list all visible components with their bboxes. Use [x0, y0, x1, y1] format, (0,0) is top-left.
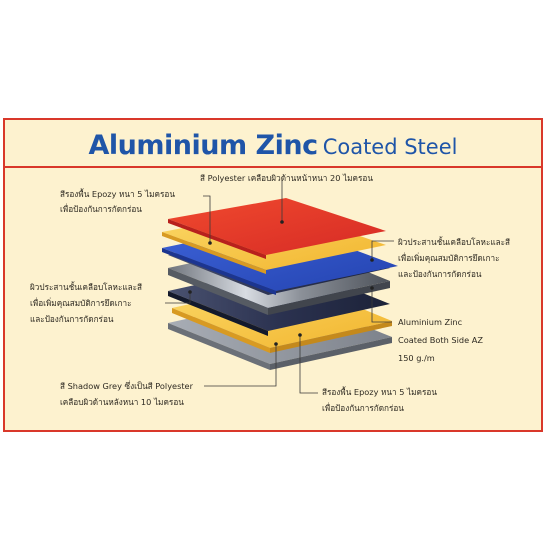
label-az-2: Coated Both Side AZ: [398, 335, 483, 345]
callout-shadow: [204, 344, 277, 387]
callout-dot: [370, 258, 374, 262]
title-sub: Coated Steel: [322, 135, 458, 159]
layer-primer-bottom-edge: [172, 308, 270, 353]
callout-dot: [298, 333, 302, 337]
label-az-3: 150 g./m: [398, 353, 435, 363]
callout-dot: [280, 220, 284, 224]
label-primer-bottom-1: สีรองพื้น Epozy หนา 5 ไมครอน: [322, 387, 437, 397]
layer-primer-top-edge: [162, 232, 266, 274]
callout-primer-top: [203, 195, 211, 243]
diagram-title: Aluminium Zinc Coated Steel: [3, 118, 543, 168]
layer-primer-bottom-side: [270, 321, 392, 353]
callout-az: [371, 288, 392, 323]
layer-shadow-grey-side: [270, 337, 392, 370]
title-main: Aluminium Zinc: [88, 130, 319, 161]
callout-dot: [208, 241, 212, 245]
layer-blue-bond-edge: [162, 248, 276, 295]
callout-dot: [188, 290, 192, 294]
label-bond-left-3: และป้องกันการกัดกร่อน: [30, 314, 114, 324]
callout-primer-bottom: [299, 335, 318, 394]
layer-polyester-top: [168, 198, 386, 255]
layer-polyester-top-edge: [168, 219, 266, 259]
label-bond-right-2: เพื่อเพิ่มคุณสมบัติการยึดเกาะ: [398, 253, 500, 263]
label-primer-top-2: เพื่อป้องกันการกัดกร่อน: [60, 204, 142, 214]
callout-bond-right: [371, 240, 394, 260]
layer-steel-core-side: [268, 281, 390, 315]
label-top-polyester: สี Polyester เคลือบผิวด้านหน้าหนา 20 ไมค…: [200, 173, 373, 183]
label-shadow-1: สี Shadow Grey ซึ่งเป็นสี Polyester: [60, 381, 193, 391]
label-primer-bottom-2: เพื่อป้องกันการกัดกร่อน: [322, 403, 404, 413]
label-bond-right-1: ผิวประสานชั้นเคลือบโลหะและสี: [398, 237, 511, 247]
label-shadow-2: เคลือบผิวด้านหลังหนา 10 ไมครอน: [60, 397, 184, 407]
label-bond-right-3: และป้องกันการกัดกร่อน: [398, 269, 482, 279]
callout-dot: [274, 342, 278, 346]
callout-bond-left: [165, 292, 191, 304]
layer-bond-bottom-edge: [168, 291, 268, 336]
label-bond-left-1: ผิวประสานชั้นเคลือบโลหะและสี: [30, 282, 143, 292]
title-divider: [5, 166, 541, 168]
label-bond-left-2: เพื่อเพิ่มคุณสมบัติการยึดเกาะ: [30, 298, 132, 308]
label-primer-top-1: สีรองพื้น Epozy หนา 5 ไมครอน: [60, 189, 175, 199]
callout-dot: [370, 286, 374, 290]
layer-steel-core-edge: [168, 268, 268, 315]
layer-shadow-grey-edge: [168, 323, 270, 370]
label-az-1: Aluminium Zinc: [398, 317, 463, 327]
